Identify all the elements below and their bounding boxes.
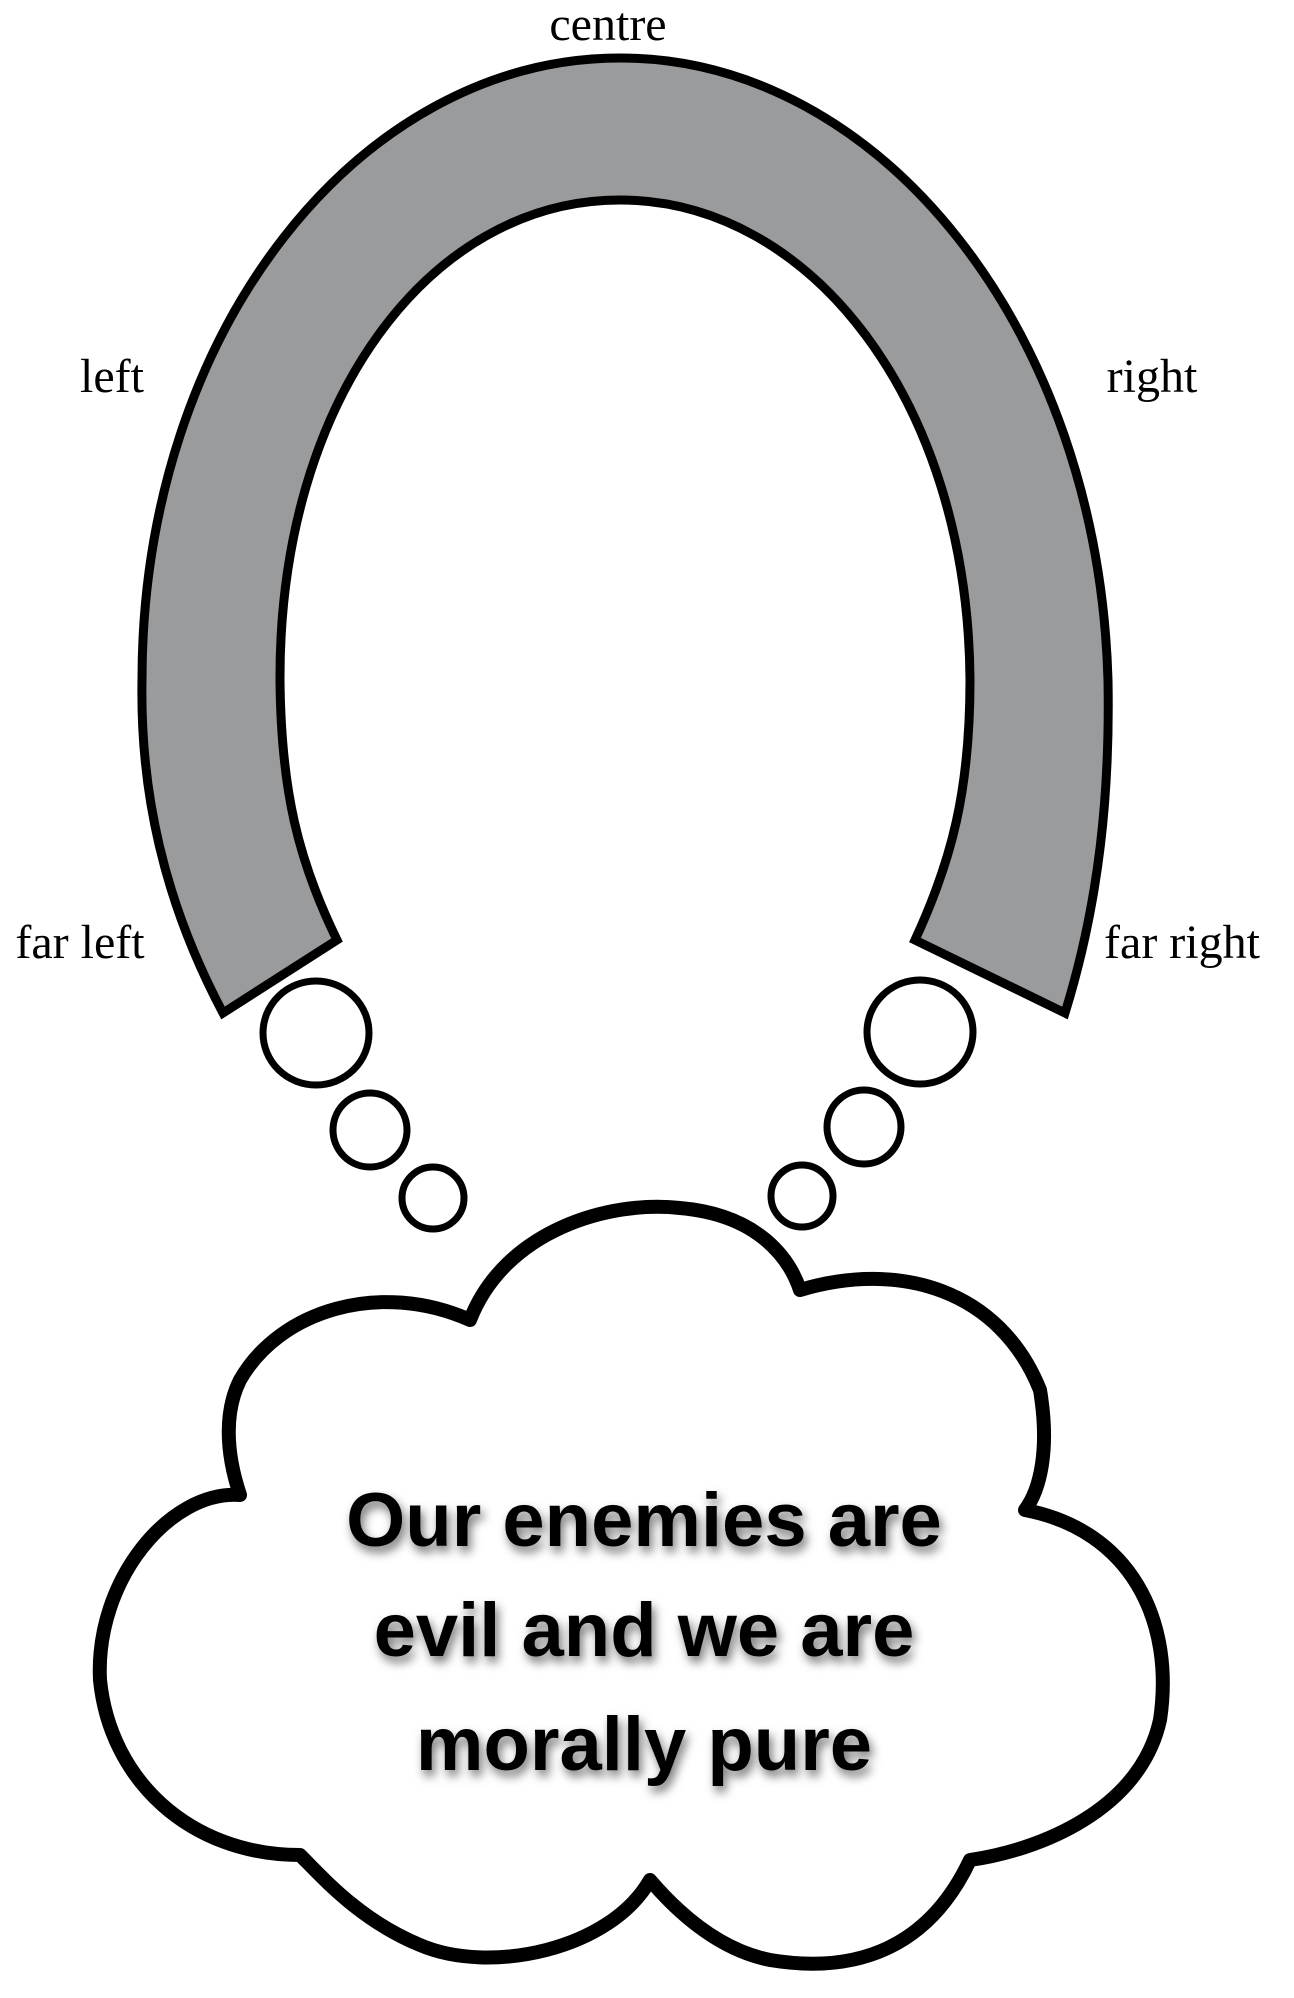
- label-centre: centre: [549, 0, 666, 51]
- thought-line-3: morally pure: [416, 1702, 872, 1787]
- label-far-left: far left: [15, 916, 145, 969]
- label-far-right: far right: [1104, 916, 1261, 969]
- political-spectrum-horseshoe: [137, 53, 1113, 1020]
- thought-line-2: evil and we are: [374, 1588, 915, 1673]
- thought-cloud: [92, 1199, 1170, 1971]
- bubble-medium-right: [823, 1086, 905, 1168]
- bubble-small-left: [398, 1163, 468, 1233]
- bubble-small-right: [767, 1161, 837, 1231]
- thought-bubbles-right: [767, 976, 977, 1231]
- bubble-large-right: [863, 976, 977, 1088]
- label-left: left: [80, 350, 145, 403]
- thought-bubbles-left: [259, 977, 468, 1233]
- thought-text-group: Our enemies are evil and we are morally …: [346, 1478, 942, 1787]
- label-right: right: [1107, 350, 1198, 403]
- bubble-large-left: [259, 977, 373, 1089]
- thought-line-1: Our enemies are: [346, 1478, 942, 1563]
- bubble-medium-left: [329, 1089, 411, 1171]
